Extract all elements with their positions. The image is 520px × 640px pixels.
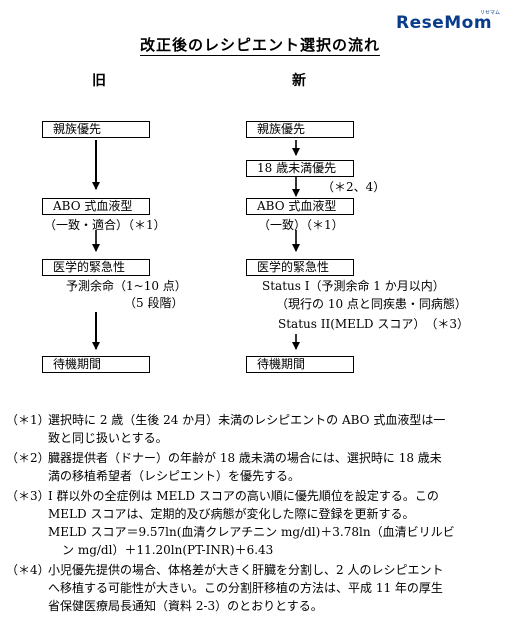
footnote-3: （＊3） I 群以外の全症例は MELD スコアの高い順に優先順位を設定する。こ… (6, 487, 506, 559)
new-heading: 新 (292, 73, 306, 89)
footnote-2-line-1: 臓器提供者（ドナー）の年齢が 18 歳未満の場合には、選択時に 18 歳未 (48, 451, 442, 465)
footnote-4-line-3: 省保健医療局長通知（資料 2-3）のとおりとする。 (48, 599, 323, 613)
footnote-1: （＊1） 選択時に 2 歳（生後 24 か月）未満のレシピエントの ABO 式血… (6, 411, 506, 447)
footnote-1-mark: （＊1） (6, 413, 50, 427)
footnote-1-line-2: 致と同じ扱いとする。 (48, 431, 168, 445)
footnote-3-line-1: I 群以外の全症例は MELD スコアの高い順に優先順位を設定する。この (48, 489, 439, 503)
resemom-logo-sub: リセマム (480, 10, 501, 16)
new-abo-note: （一致）（＊1） (258, 218, 344, 232)
footnote-3-mark: （＊3） (6, 489, 50, 503)
flow-arrows (92, 140, 300, 350)
old-abo-note: （一致・適合）（＊1） (44, 218, 166, 232)
footnotes: （＊1） 選択時に 2 歳（生後 24 か月）未満のレシピエントの ABO 式血… (6, 411, 506, 617)
new-box-urgency: 医学的緊急性 (246, 259, 354, 276)
resemom-logo[interactable]: ReseMom (396, 13, 493, 33)
new-urgency-note-1: Status I（予測余命 1 か月以内） (262, 279, 445, 293)
page-title-text: 改正後のレシピエント選択の流れ (139, 36, 380, 56)
new-under18-note: （＊2、4） (322, 180, 386, 194)
footnote-4-line-2: へ移植する可能性が大きい。この分割肝移植の方法は、平成 11 年の厚生 (48, 581, 443, 595)
footnote-4: （＊4） 小児優先提供の場合、体格差が大きく肝臓を分割し、2 人のレシピエント … (6, 561, 506, 615)
footnote-3-line-3: MELD スコア＝9.57ln(血清クレアチニン mg/dl)＋3.78ln（血… (48, 525, 455, 539)
old-box-kinship: 親族優先 (42, 121, 150, 138)
old-urgency-note-2: （5 段階） (124, 296, 184, 310)
footnote-2-line-2: 満の移植希望者（レシピエント）を優先する。 (48, 469, 301, 483)
old-urgency-note-1: 予測余命（1~10 点） (66, 279, 187, 293)
footnote-4-mark: （＊4） (6, 563, 50, 577)
footnote-2: （＊2） 臓器提供者（ドナー）の年齢が 18 歳未満の場合には、選択時に 18 … (6, 449, 506, 485)
footnote-2-mark: （＊2） (6, 451, 50, 465)
footnote-3-line-4: ン mg/dl）＋11.20ln(PT-INR)＋6.43 (62, 543, 274, 557)
old-box-urgency: 医学的緊急性 (42, 259, 150, 276)
page-title: 改正後のレシピエント選択の流れ (0, 34, 520, 56)
footnote-3-line-2: MELD スコアは、定期的及び病態が変化した際に登録を更新する。 (48, 507, 415, 521)
new-box-kinship: 親族優先 (246, 121, 354, 138)
old-heading: 旧 (92, 73, 106, 89)
new-box-abo: ABO 式血液型 (246, 198, 354, 215)
new-urgency-note-3: Status II(MELD スコア） （＊3） (278, 317, 469, 331)
new-box-under18: 18 歳未満優先 (246, 160, 354, 177)
footnote-1-line-1: 選択時に 2 歳（生後 24 か月）未満のレシピエントの ABO 式血液型は一 (48, 413, 446, 427)
old-box-abo: ABO 式血液型 (42, 198, 150, 215)
old-box-waiting: 待機期間 (42, 356, 150, 373)
footnote-4-line-1: 小児優先提供の場合、体格差が大きく肝臓を分割し、2 人のレシピエント (48, 563, 444, 577)
new-box-waiting: 待機期間 (246, 356, 354, 373)
new-urgency-note-2: （現行の 10 点と同疾患・同病態） (276, 297, 467, 311)
